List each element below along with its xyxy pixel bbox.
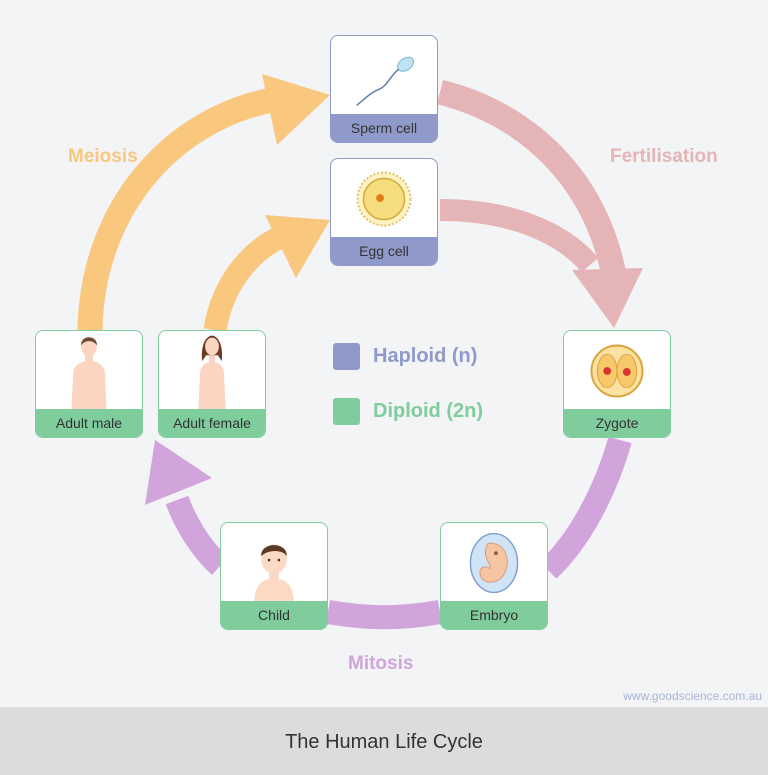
- fertilisation-arrowhead: [572, 268, 643, 328]
- footer-bar: [0, 707, 768, 775]
- haploid-legend-label: Haploid (n): [373, 345, 478, 367]
- meiosis-arrowhead-female: [265, 215, 330, 278]
- website-credit: www.goodscience.com.au: [623, 689, 762, 703]
- mitosis-arrow-child-adult: [165, 495, 229, 575]
- adult-female-label: Adult female: [159, 409, 265, 437]
- zygote-icon: [590, 344, 644, 398]
- diploid-legend-label: Diploid (2n): [373, 400, 483, 422]
- egg-cell-label: Egg cell: [331, 237, 437, 265]
- embryo-icon: [469, 532, 519, 594]
- mitosis-label: Mitosis: [348, 653, 414, 674]
- page-title: The Human Life Cycle: [285, 731, 483, 753]
- egg-cell-icon: [356, 171, 412, 227]
- egg-cell-card: Egg cell: [330, 158, 438, 266]
- meiosis-label: Meiosis: [68, 146, 138, 167]
- meiosis-arrowhead-male: [262, 74, 330, 145]
- mitosis-arrow-zygote-embryo: [539, 436, 632, 579]
- sperm-cell-card: Sperm cell: [330, 35, 438, 143]
- adult-male-card: Adult male: [35, 330, 143, 438]
- zygote-card: Zygote: [563, 330, 671, 438]
- adult-male-icon: [71, 336, 107, 411]
- diploid-swatch: [333, 398, 360, 425]
- sperm-cell-icon: [356, 56, 415, 107]
- child-label: Child: [221, 601, 327, 629]
- embryo-card: Embryo: [440, 522, 548, 630]
- mitosis-arrowhead: [145, 440, 212, 505]
- fertilisation-label: Fertilisation: [610, 146, 718, 167]
- child-icon: [254, 544, 294, 603]
- meiosis-arrow-male: [77, 87, 275, 331]
- embryo-label: Embryo: [441, 601, 547, 629]
- sperm-cell-label: Sperm cell: [331, 114, 437, 142]
- fertilisation-arrow-sperm: [436, 79, 627, 278]
- haploid-swatch: [333, 343, 360, 370]
- zygote-label: Zygote: [564, 409, 670, 437]
- adult-female-icon: [198, 335, 226, 411]
- child-card: Child: [220, 522, 328, 630]
- fertilisation-arrow-egg: [439, 199, 599, 273]
- adult-female-card: Adult female: [158, 330, 266, 438]
- mitosis-arrow-embryo-child: [326, 600, 443, 630]
- meiosis-arrow-female: [203, 225, 288, 333]
- adult-male-label: Adult male: [36, 409, 142, 437]
